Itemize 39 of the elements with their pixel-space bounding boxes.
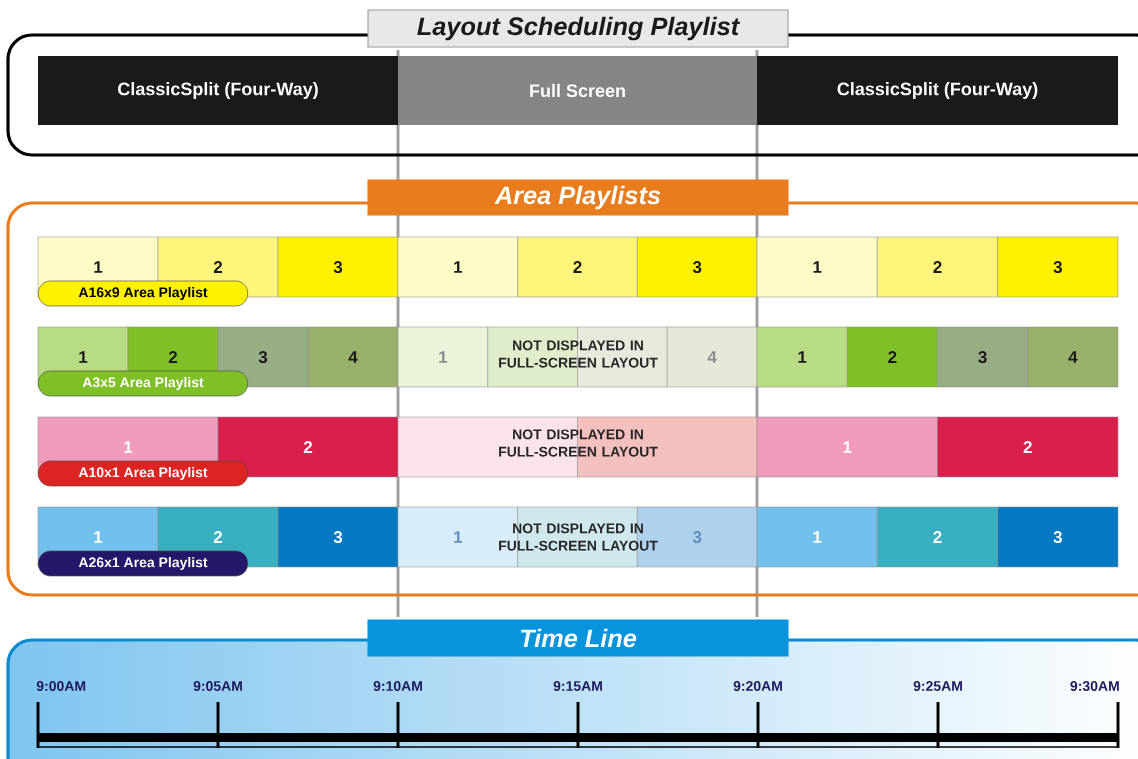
playlist-segment: 3 xyxy=(997,506,1119,568)
playlist-segment: 2 xyxy=(877,506,998,568)
faded-segment: 2 xyxy=(517,236,638,298)
playlist-tag: A16x9 Area Playlist xyxy=(38,280,248,307)
playlist-segment: 1 xyxy=(756,506,878,568)
playlist-tag: A10x1 Area Playlist xyxy=(38,460,248,487)
layout-block: ClassicSplit (Four-Way) xyxy=(757,56,1118,125)
overlay-note: NOT DISPLAYED IN FULL-SCREEN LAYOUT xyxy=(499,523,658,551)
playlist-segment: 3 xyxy=(937,326,1029,388)
time-label: 9:25AM xyxy=(913,681,962,691)
playlist-tag: A3x5 Area Playlist xyxy=(38,370,248,397)
time-label: 9:20AM xyxy=(733,681,782,691)
time-label: 9:00AM xyxy=(36,681,86,691)
playlist-segment: 4 xyxy=(307,326,399,388)
overlay-note: NOT DISPLAYED IN FULL-SCREEN LAYOUT xyxy=(499,429,658,457)
overlay-note: NOT DISPLAYED IN FULL-SCREEN LAYOUT xyxy=(499,340,658,368)
playlist-segment: 3 xyxy=(997,236,1119,298)
layout-block: Full Screen xyxy=(398,56,757,125)
faded-segment: 1 xyxy=(397,326,489,388)
time-label: 9:10AM xyxy=(373,681,422,691)
playlist-segment: 3 xyxy=(217,326,309,388)
playlist-segment: 2 xyxy=(217,416,399,478)
playlist-segment: 2 xyxy=(877,236,998,298)
faded-segment: 4 xyxy=(667,326,758,388)
playlist-segment: 3 xyxy=(277,236,399,298)
time-label: 9:05AM xyxy=(193,681,242,691)
faded-segment: 3 xyxy=(637,236,758,298)
time-label: 9:30AM xyxy=(1070,681,1119,691)
playlist-segment: 1 xyxy=(756,236,878,298)
layout-block: ClassicSplit (Four-Way) xyxy=(38,56,398,125)
time-label: 9:15AM xyxy=(553,681,602,691)
playlist-segment: 4 xyxy=(1027,326,1119,388)
playlist-segment: 3 xyxy=(277,506,399,568)
playlist-segment: 1 xyxy=(756,326,848,388)
playlist-segment: 2 xyxy=(937,416,1119,478)
faded-segment: 1 xyxy=(397,236,518,298)
playlist-tag: A26x1 Area Playlist xyxy=(38,550,248,577)
playlist-segment: 2 xyxy=(847,326,938,388)
playlist-segment: 1 xyxy=(756,416,938,478)
